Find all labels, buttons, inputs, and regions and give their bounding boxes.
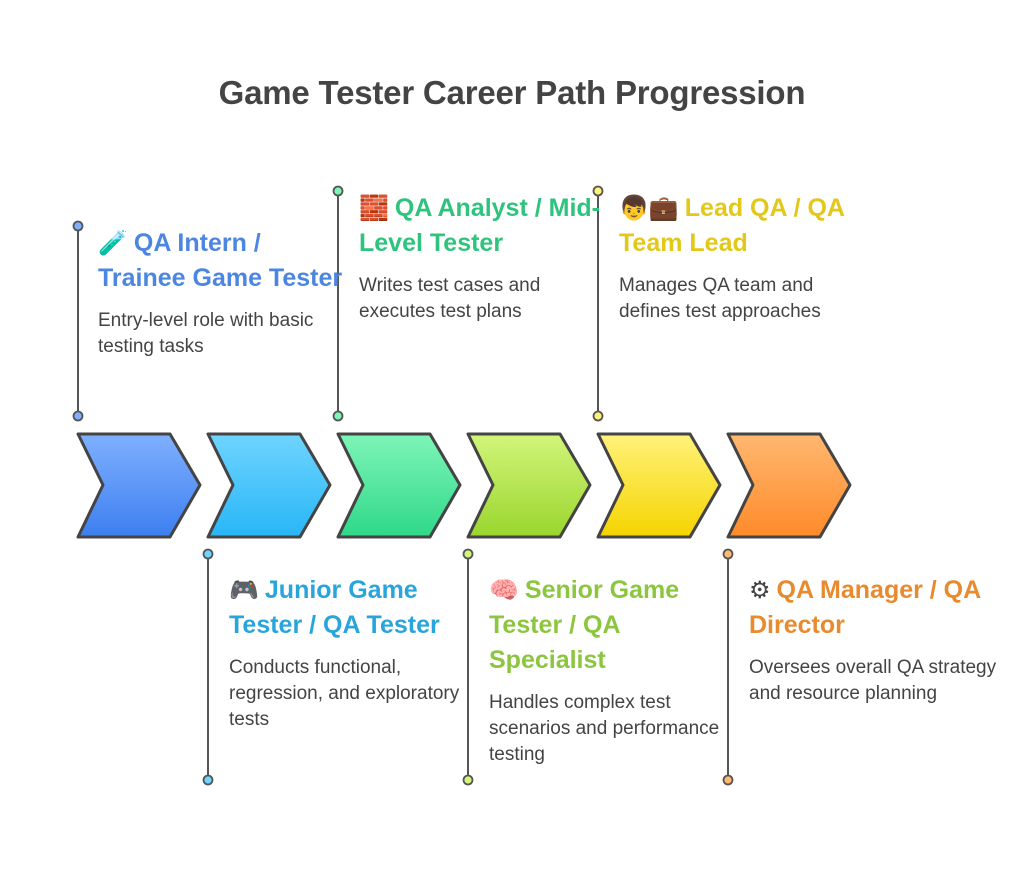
chevron-stage-4	[466, 432, 592, 539]
stage-title: ⚙QA Manager / QA Director	[749, 573, 999, 643]
stage-title: 🧱QA Analyst / Mid-Level Tester	[359, 191, 609, 261]
page-title: Game Tester Career Path Progression	[218, 74, 806, 111]
stage-5: ⚙QA Manager / QA Director Oversees overa…	[749, 573, 999, 707]
stage-description: Entry-level role with basic testing task…	[98, 310, 314, 357]
chevron-stage-5	[596, 432, 722, 539]
connector-dot-3-2	[332, 410, 344, 422]
stage-description: Manages QA team and defines test approac…	[619, 275, 821, 322]
bricks-icon: 🧱	[359, 194, 389, 222]
connector-dot-2-2	[202, 774, 214, 786]
stage-title-text: Senior Game Tester / QA Specialist	[489, 576, 680, 674]
stage-description: Handles complex test scenarios and perfo…	[489, 692, 720, 765]
gear-icon: ⚙	[749, 576, 771, 604]
stage-description: Conducts functional, regression, and exp…	[229, 657, 460, 730]
connector-dot-6-2	[722, 774, 734, 786]
game-controller-icon: 🎮	[229, 576, 259, 604]
stage-title-text: QA Analyst / Mid-Level Tester	[359, 194, 600, 257]
stage-description: Writes test cases and executes test plan…	[359, 275, 541, 322]
connector-dot-1-2	[72, 410, 84, 422]
chevron-stage-6	[726, 432, 852, 539]
chevron-stage-1	[76, 432, 202, 539]
connector-dot-3-1	[332, 185, 344, 197]
stage-description: Oversees overall QA strategy and resourc…	[749, 657, 997, 704]
stage-1: 🎮Junior Game Tester / QA Tester Conducts…	[229, 573, 479, 733]
stage-2: 🧱QA Analyst / Mid-Level Tester Writes te…	[359, 191, 609, 325]
chevron-stage-3	[336, 432, 462, 539]
stage-3: 🧠Senior Game Tester / QA Specialist Hand…	[489, 573, 739, 768]
connector-dot-5-2	[592, 410, 604, 422]
stage-4: 👦💼Lead QA / QA Team Lead Manages QA team…	[619, 191, 869, 325]
stage-title-text: Junior Game Tester / QA Tester	[229, 576, 440, 639]
connector-dot-2-1	[202, 548, 214, 560]
connector-dot-1-1	[72, 220, 84, 232]
stage-title: 🧠Senior Game Tester / QA Specialist	[489, 573, 739, 678]
stage-title: 🧪QA Intern / Trainee Game Tester	[98, 226, 348, 296]
test-tube-icon: 🧪	[98, 229, 128, 257]
chevron-stage-2	[206, 432, 332, 539]
brain-icon: 🧠	[489, 576, 519, 604]
connector-dot-4-1	[462, 548, 474, 560]
stage-title-text: QA Manager / QA Director	[749, 576, 981, 639]
stage-0: 🧪QA Intern / Trainee Game Tester Entry-l…	[98, 226, 348, 360]
connector-dot-6-1	[722, 548, 734, 560]
stage-title-text: QA Intern / Trainee Game Tester	[98, 229, 343, 292]
connector-dot-5-1	[592, 185, 604, 197]
stage-title-text: Lead QA / QA Team Lead	[619, 194, 845, 257]
stage-title: 👦💼Lead QA / QA Team Lead	[619, 191, 869, 261]
team-lead-icon: 👦💼	[619, 194, 679, 222]
stage-title: 🎮Junior Game Tester / QA Tester	[229, 573, 479, 643]
connector-dot-4-2	[462, 774, 474, 786]
